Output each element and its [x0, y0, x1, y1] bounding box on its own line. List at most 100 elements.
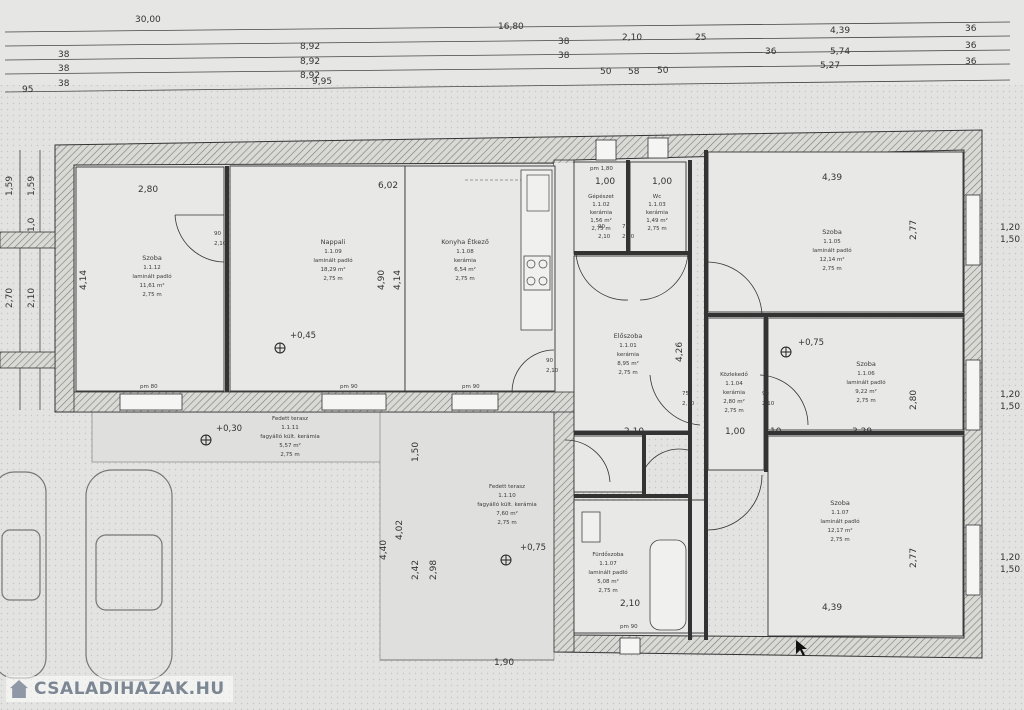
plan-text: 7,60 m² — [496, 510, 518, 517]
plan-text: 1.1.02 — [592, 202, 610, 208]
plan-text: 2,75 m — [822, 266, 841, 272]
dim-label: 1,50 — [411, 442, 421, 462]
dim-label: 1,20 — [1000, 223, 1020, 233]
plan-text: kerámia — [646, 209, 668, 216]
dim-label: 4,40 — [379, 540, 389, 560]
door-label: 2,10 — [546, 368, 559, 374]
interior-dimension-labels: 2,80 6,02 1,00 1,00 4,39 2,10 1,00 10 3,… — [5, 166, 1020, 668]
top-dimension-labels: 30,00 16,80 4,39 36 38 8,92 38 2,10 25 3… — [22, 15, 977, 95]
dim-top-label: 8,92 — [300, 57, 320, 67]
room-label: Szoba 1.1.12 laminált padló 11,61 m² 2,7… — [132, 254, 172, 298]
windows — [119, 137, 981, 655]
plan-text: Szoba — [856, 360, 876, 368]
dim-top-label: 30,00 — [135, 15, 161, 25]
dim-top-label: 95 — [22, 85, 33, 95]
plan-text: Közlekedő — [720, 372, 748, 378]
plan-text: Wc — [653, 194, 661, 200]
plan-text: 1.1.09 — [324, 249, 342, 255]
plan-text: 1.1.07 — [599, 561, 617, 567]
plan-text: Szoba — [830, 499, 850, 507]
plan-text: 12,14 m² — [819, 256, 844, 263]
plan-text: 1.1.01 — [619, 343, 637, 349]
room-label: Fedett terasz 1.1.11 fagyálló kült. kerá… — [260, 416, 320, 458]
house-logo-icon — [10, 680, 28, 698]
dim-label: 2,77 — [909, 220, 919, 240]
plan-text: 11,61 m² — [139, 282, 164, 289]
hob-burners — [526, 259, 548, 286]
dim-label: 2,10 — [27, 288, 37, 308]
dim-top-label: 16,80 — [498, 22, 524, 32]
plan-text: 1.1.03 — [648, 202, 666, 208]
plan-text: fagyálló kült. kerámia — [260, 433, 320, 440]
plan-text: Fedett terasz — [272, 416, 308, 422]
dim-label: 1,50 — [1000, 402, 1020, 412]
dim-label: 4,02 — [395, 520, 405, 540]
dim-top-label: 38 — [558, 37, 570, 47]
dim-top-label: 50 — [600, 67, 612, 77]
sink — [526, 174, 550, 212]
plan-text: 1.1.07 — [831, 510, 849, 516]
plan-text: 1.1.11 — [281, 425, 299, 431]
plan-text: kerámia — [617, 351, 639, 358]
kitchen-counter — [520, 169, 553, 331]
dim-top-label: 36 — [965, 57, 977, 67]
plan-text: 5,08 m² — [597, 578, 619, 585]
door-label: 2,10 — [762, 401, 775, 407]
dim-label: 4,14 — [79, 270, 89, 290]
plan-text: kerámia — [590, 209, 612, 216]
plan-text: 2,75 m — [280, 452, 299, 458]
plan-text: 1.1.10 — [498, 493, 516, 499]
plan-text: 18,29 m² — [320, 266, 345, 273]
dim-label: 1,00 — [595, 177, 615, 187]
plan-text: laminált padló — [132, 273, 172, 280]
room-label: Szoba 1.1.06 laminált padló 9,22 m² 2,75… — [846, 360, 886, 404]
level-label: +0,30 — [216, 424, 242, 434]
dim-top-label: 36 — [765, 47, 777, 57]
watermark-text: CSALADIHAZAK.HU — [34, 679, 225, 699]
dim-label: 1,00 — [725, 427, 745, 437]
plan-text: 2,75 m — [455, 276, 474, 282]
dim-label: 3,29 — [852, 427, 872, 437]
dim-label: 2,10 — [624, 427, 644, 437]
top-dimension-lines — [4, 21, 1011, 93]
room-label: Szoba 1.1.05 laminált padló 12,14 m² 2,7… — [812, 228, 852, 272]
dim-label: 6,02 — [378, 181, 398, 191]
plan-text: 2,75 m — [647, 226, 666, 232]
dim-top-label: 4,39 — [830, 26, 850, 36]
dim-top-label: 25 — [695, 33, 706, 43]
plan-text: kerámia — [454, 257, 476, 264]
plan-text: Fedett terasz — [489, 484, 525, 490]
door-label: 90 — [598, 224, 605, 230]
plan-text: 2,75 m — [142, 292, 161, 298]
plan-text: Szoba — [142, 254, 162, 262]
dim-top-label: 38 — [58, 79, 70, 89]
dim-top-label: 2,10 — [622, 33, 642, 43]
plan-text: 1,49 m² — [646, 217, 668, 224]
door-label: 2,10 — [598, 234, 611, 240]
plan-text: 9,22 m² — [855, 388, 877, 395]
level-markers — [200, 342, 792, 566]
window-label: pm 1,80 — [590, 166, 613, 172]
plan-text: 2,75 m — [598, 588, 617, 594]
plan-text: laminált padló — [812, 247, 852, 254]
dim-label: 1,50 — [1000, 565, 1020, 575]
door-swings — [174, 214, 809, 531]
plan-text: 1.1.08 — [456, 249, 474, 255]
dim-label: 1,0 — [27, 217, 37, 232]
room-label: Konyha Étkező 1.1.08 kerámia 6,54 m² 2,7… — [441, 237, 489, 282]
door-label: 2,10 — [622, 234, 635, 240]
dim-label: 1,20 — [1000, 390, 1020, 400]
plan-text: 5,57 m² — [279, 442, 301, 449]
dim-label: 1,59 — [5, 176, 15, 196]
dim-label: 4,90 — [377, 270, 387, 290]
plan-text: 2,75 m — [497, 520, 516, 526]
plan-text: 2,75 m — [618, 370, 637, 376]
plan-text: Konyha Étkező — [441, 237, 489, 246]
dim-label: 1,00 — [652, 177, 672, 187]
plan-text: fagyálló kült. kerámia — [477, 501, 537, 508]
plan-text: 12,17 m² — [827, 527, 852, 534]
dim-label: 2,98 — [429, 560, 439, 580]
room-label: Szoba 1.1.07 laminált padló 12,17 m² 2,7… — [820, 499, 860, 543]
interior-walls — [225, 150, 964, 640]
